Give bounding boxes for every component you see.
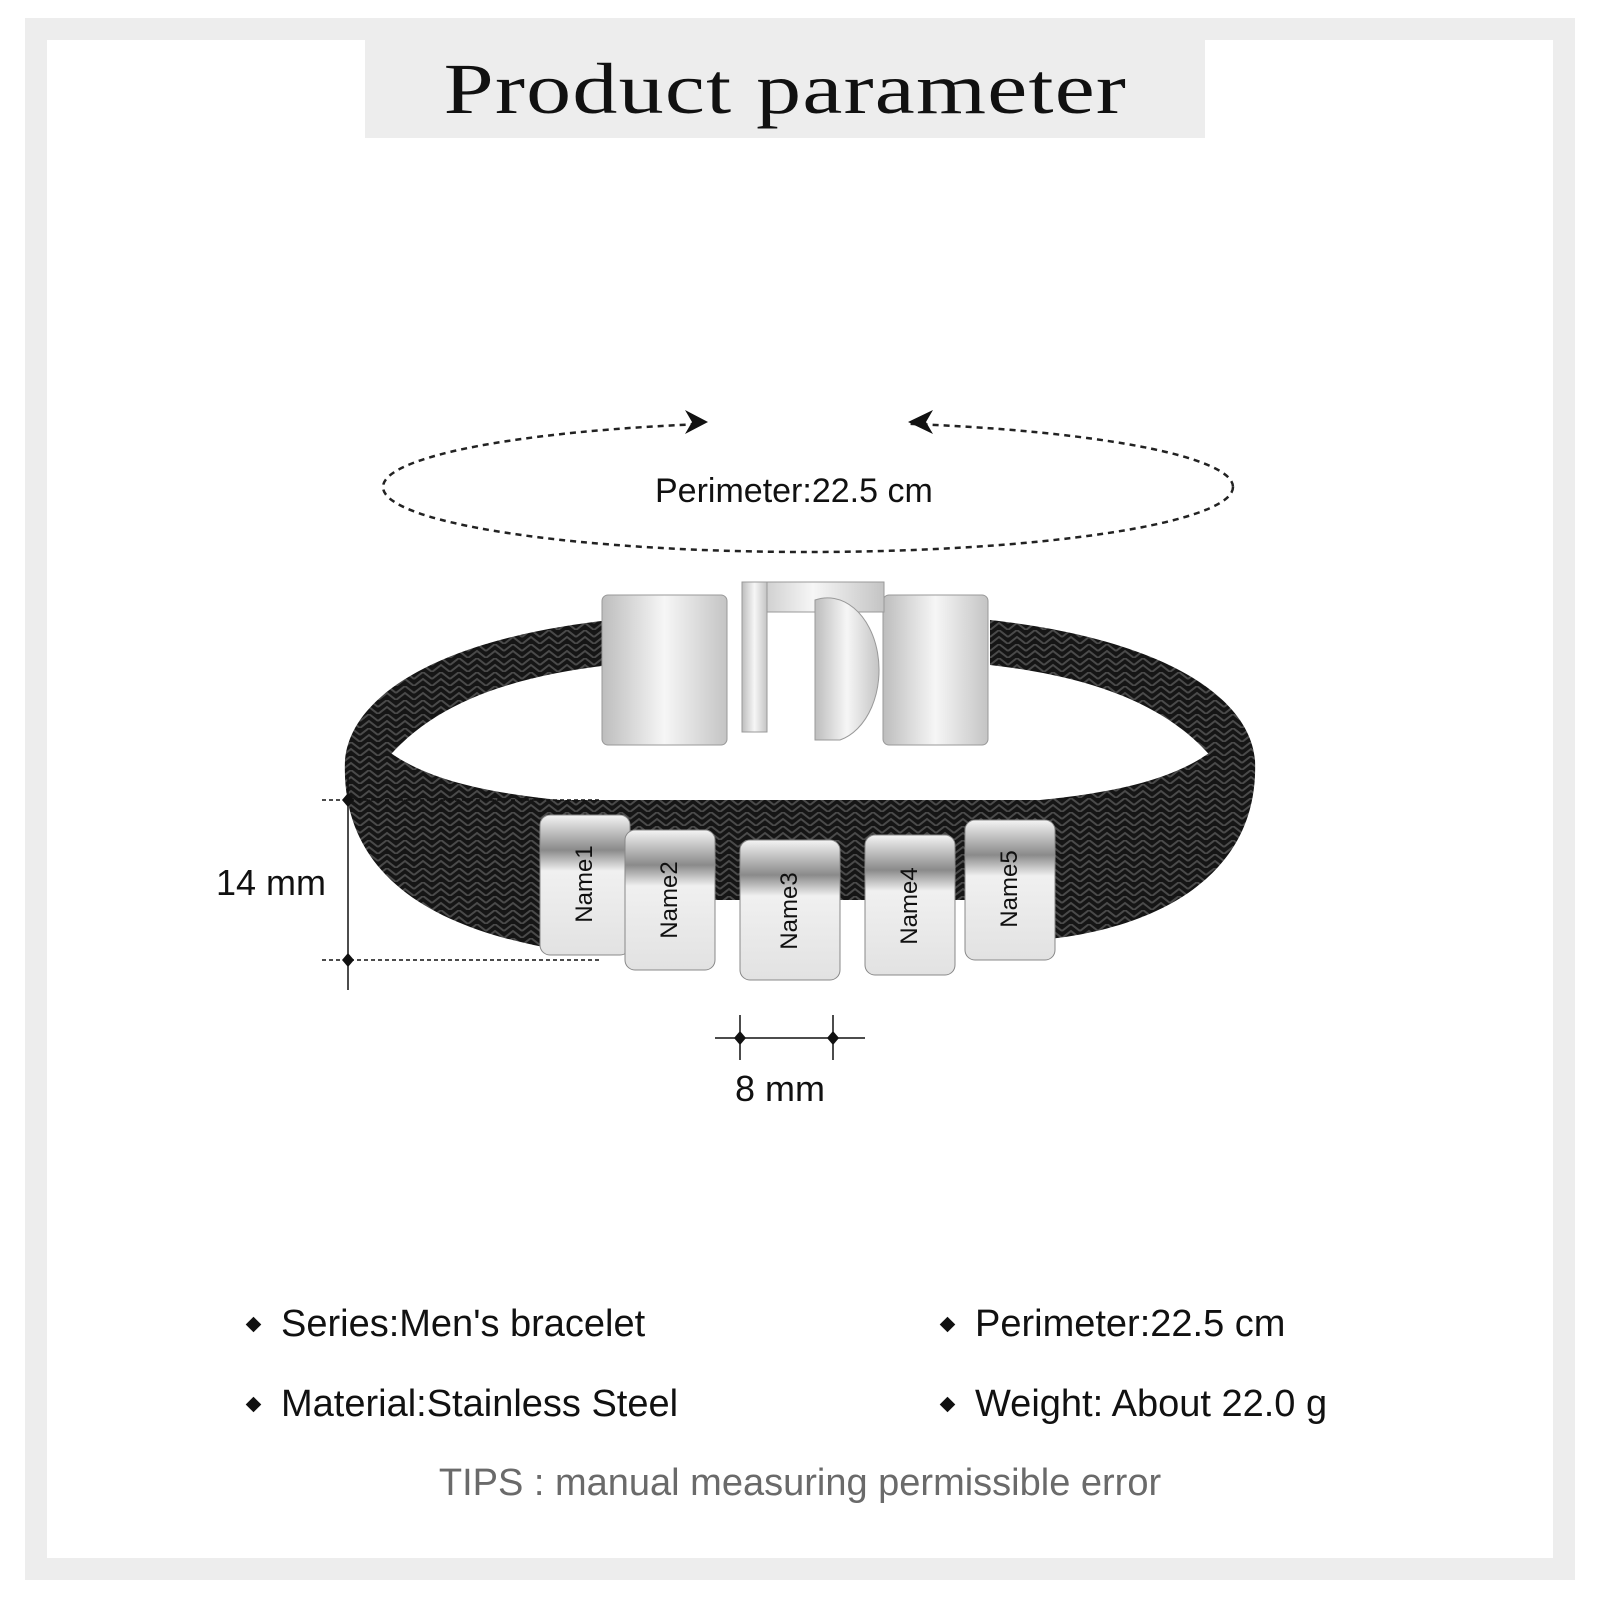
- spec-series: Series:Men's bracelet: [245, 1303, 646, 1346]
- diamond-bullet-icon: [245, 1316, 262, 1333]
- spec-weight: Weight: About 22.0 g: [939, 1383, 1328, 1426]
- clasp: [601, 581, 989, 746]
- bead-5: [964, 819, 1056, 961]
- spec-weight-text: Weight: About 22.0 g: [975, 1383, 1328, 1425]
- arrow-right-icon: [685, 410, 708, 434]
- beads: [539, 814, 1056, 981]
- perimeter-ellipse: [381, 420, 1235, 554]
- bead-name-5: Name5: [996, 850, 1023, 928]
- content-area: [47, 40, 1553, 1558]
- spec-material: Material:Stainless Steel: [245, 1383, 679, 1426]
- bead-name-2: Name2: [656, 861, 683, 939]
- tips-note: TIPS : manual measuring permissible erro…: [438, 1462, 1162, 1504]
- diamond-bullet-icon: [939, 1316, 956, 1333]
- bead-4: [864, 834, 956, 976]
- diamond-bullet-icon: [939, 1396, 956, 1413]
- bead-3: [739, 839, 841, 981]
- page-title: Product parameter: [443, 48, 1127, 129]
- height-label: 14 mm: [216, 862, 327, 903]
- title-banner: Product parameter: [365, 40, 1205, 138]
- arrow-left-icon: [908, 410, 933, 434]
- bead-name-3: Name3: [776, 872, 803, 950]
- bead-name-1: Name1: [571, 845, 598, 923]
- spec-perimeter: Perimeter:22.5 cm: [939, 1303, 1286, 1346]
- perimeter-label: Perimeter:22.5 cm: [655, 472, 933, 510]
- spec-perimeter-text: Perimeter:22.5 cm: [975, 1303, 1286, 1345]
- spec-series-text: Series:Men's bracelet: [281, 1303, 646, 1345]
- diamond-bullet-icon: [245, 1396, 262, 1413]
- spec-material-text: Material:Stainless Steel: [281, 1383, 679, 1425]
- bead-name-4: Name4: [896, 867, 923, 945]
- width-label: 8 mm: [735, 1068, 825, 1109]
- bead-2: [624, 829, 716, 971]
